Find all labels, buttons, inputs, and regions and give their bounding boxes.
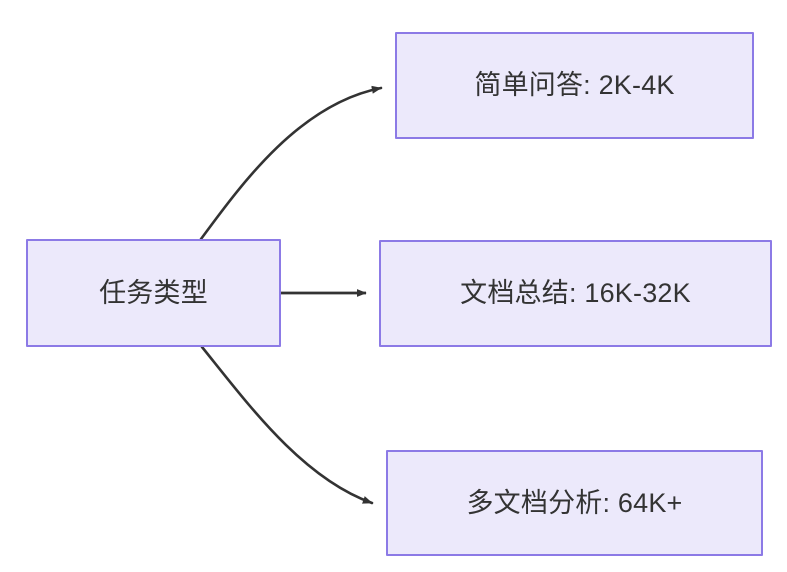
- edge-root-to-multidoc-analysis: [200, 345, 374, 505]
- node-doc-summary[interactable]: 文档总结: 16K-32K: [379, 240, 772, 347]
- node-simple-qa[interactable]: 简单问答: 2K-4K: [395, 32, 754, 139]
- node-doc-summary-label: 文档总结: 16K-32K: [460, 278, 691, 309]
- edge-root-to-simple-qa: [199, 85, 383, 241]
- node-multidoc-analysis[interactable]: 多文档分析: 64K+: [386, 450, 763, 556]
- node-task-type[interactable]: 任务类型: [26, 239, 281, 347]
- node-simple-qa-label: 简单问答: 2K-4K: [474, 70, 675, 101]
- node-multidoc-analysis-label: 多文档分析: 64K+: [466, 487, 683, 518]
- node-task-type-label: 任务类型: [99, 277, 208, 308]
